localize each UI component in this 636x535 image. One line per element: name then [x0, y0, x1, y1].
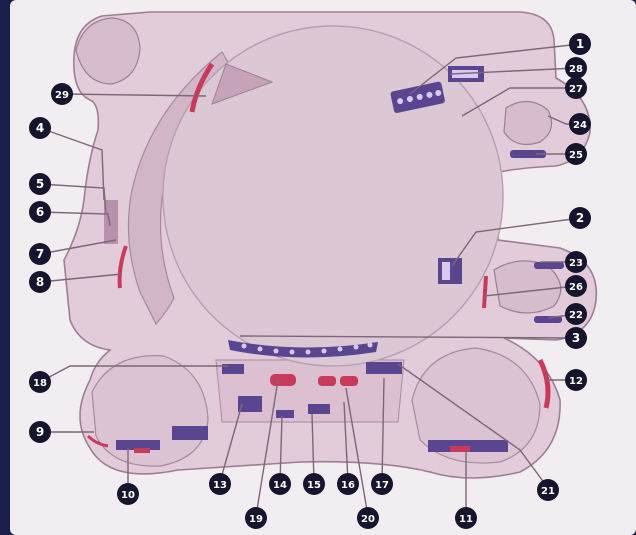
callout-18: 18 — [29, 371, 51, 393]
callout-label: 7 — [36, 247, 44, 261]
callout-label: 6 — [36, 205, 44, 219]
callout-13: 13 — [209, 473, 231, 495]
callout-4: 4 — [29, 117, 51, 139]
callout-16: 16 — [337, 473, 359, 495]
callout-label: 15 — [307, 480, 321, 491]
callout-2: 2 — [569, 207, 591, 229]
callout-label: 5 — [36, 177, 44, 191]
callout-21: 21 — [537, 479, 559, 501]
callout-label: 9 — [36, 425, 44, 439]
callout-label: 29 — [55, 90, 69, 101]
bottom-right-red — [450, 446, 470, 452]
callout-24: 24 — [569, 113, 591, 135]
callout-28: 28 — [565, 57, 587, 79]
callout-label: 24 — [573, 120, 587, 131]
callout-label: 19 — [249, 514, 263, 525]
callout-label: 17 — [375, 480, 389, 491]
callout-label: 23 — [569, 258, 583, 269]
callout-label: 12 — [569, 376, 583, 387]
right-upper-slider-knob — [534, 262, 564, 269]
callout-label: 11 — [459, 514, 473, 525]
callout-label: 4 — [36, 121, 44, 135]
bottom-left-display-2 — [172, 426, 208, 440]
callout-label: 14 — [273, 480, 287, 491]
callout-23: 23 — [565, 251, 587, 273]
callout-label: 10 — [121, 490, 135, 501]
right-red-slider — [484, 276, 486, 308]
front-small-switch — [276, 410, 294, 418]
callout-15: 15 — [303, 473, 325, 495]
device-body — [64, 12, 596, 478]
callout-label: 25 — [569, 150, 583, 161]
callout-8: 8 — [29, 271, 51, 293]
callout-19: 19 — [245, 507, 267, 529]
callout-11: 11 — [455, 507, 477, 529]
front-button-1 — [270, 374, 296, 386]
callout-label: 22 — [569, 310, 583, 321]
callout-12: 12 — [565, 369, 587, 391]
callout-6: 6 — [29, 201, 51, 223]
callout-20: 20 — [357, 507, 379, 529]
callout-label: 28 — [569, 64, 583, 75]
callout-label: 1 — [576, 37, 584, 51]
front-button-2 — [318, 376, 336, 386]
right-knob-top — [504, 101, 552, 144]
front-right-panel — [366, 362, 402, 374]
callout-29: 29 — [51, 83, 73, 105]
callout-1: 1 — [569, 33, 591, 55]
callout-label: 27 — [569, 84, 583, 95]
callout-label: 26 — [569, 282, 583, 293]
callout-label: 16 — [341, 480, 355, 491]
callout-5: 5 — [29, 173, 51, 195]
callout-label: 2 — [576, 211, 584, 225]
bottom-left-red — [134, 448, 150, 453]
callout-label: 21 — [541, 486, 555, 497]
callout-7: 7 — [29, 243, 51, 265]
callout-3: 3 — [565, 327, 587, 349]
callout-22: 22 — [565, 303, 587, 325]
callout-label: 13 — [213, 480, 227, 491]
front-button-3 — [340, 376, 358, 386]
callout-10: 10 — [117, 483, 139, 505]
callout-17: 17 — [371, 473, 393, 495]
callout-26: 26 — [565, 275, 587, 297]
callout-27: 27 — [565, 77, 587, 99]
callout-25: 25 — [565, 143, 587, 165]
callout-14: 14 — [269, 473, 291, 495]
right-mid-switch-inner — [442, 262, 450, 280]
callout-label: 8 — [36, 275, 44, 289]
callout-9: 9 — [29, 421, 51, 443]
callout-label: 20 — [361, 514, 375, 525]
front-small-switch-2 — [308, 404, 330, 414]
callout-label: 3 — [572, 331, 580, 345]
callout-label: 18 — [33, 378, 47, 389]
